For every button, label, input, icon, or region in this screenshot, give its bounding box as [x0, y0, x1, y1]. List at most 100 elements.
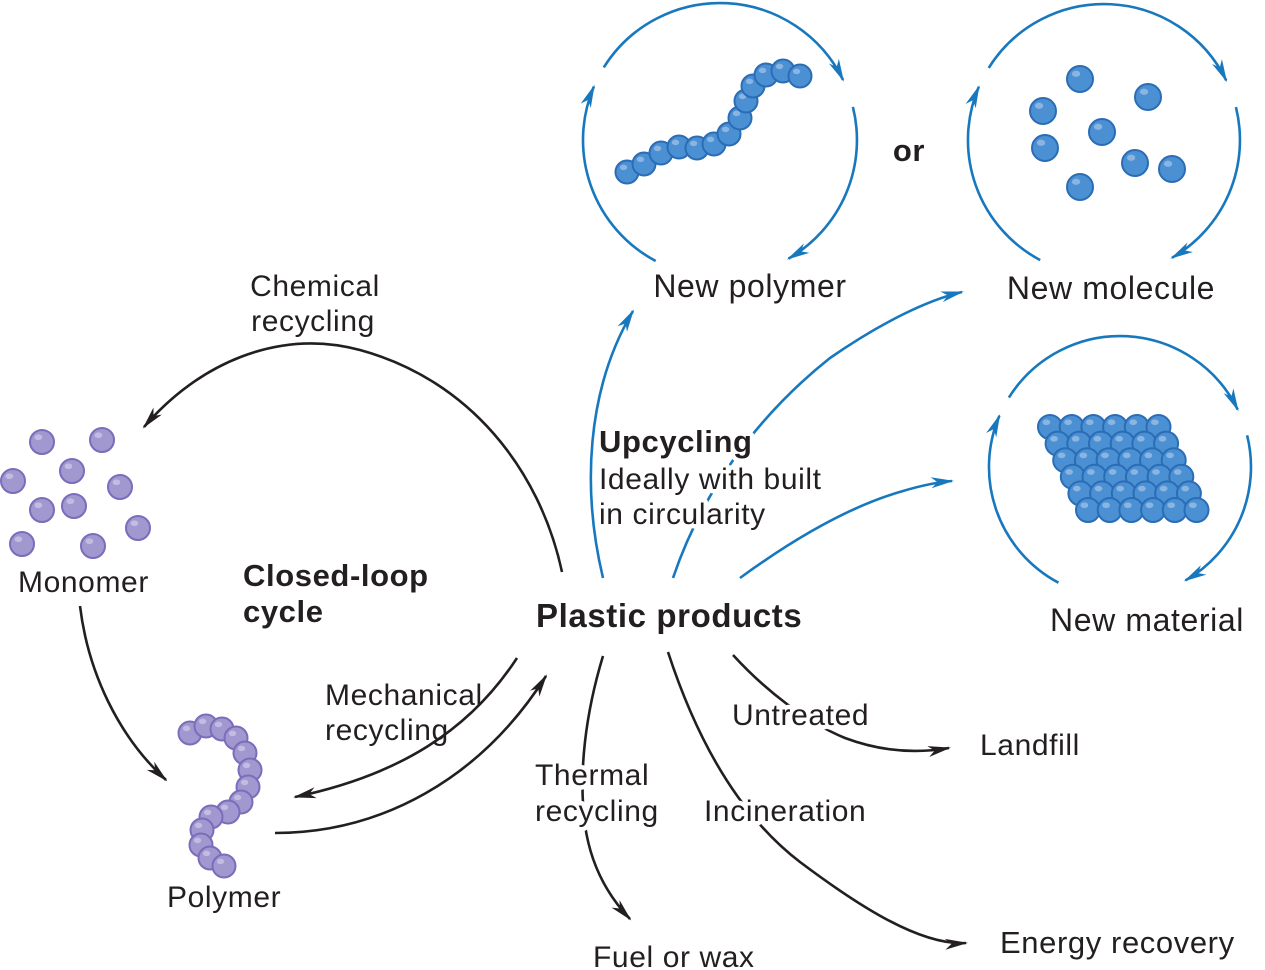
- sphere: [107, 474, 133, 500]
- thermal-recycling-arrow: [581, 655, 632, 921]
- fuel-or-wax-label: Fuel or wax: [593, 941, 755, 970]
- sphere: [125, 515, 151, 541]
- sphere-highlight: [194, 822, 203, 829]
- sphere-highlight: [1126, 154, 1136, 161]
- sphere-highlight: [1152, 469, 1160, 475]
- sphere: [89, 427, 115, 453]
- sphere-highlight: [1093, 435, 1102, 442]
- closed-loop-cycle-label-line2: cycle: [243, 594, 324, 629]
- sphere-highlight: [198, 718, 207, 725]
- sphere-highlight: [1136, 435, 1145, 442]
- sphere-highlight: [220, 804, 229, 811]
- sphere-highlight: [1145, 502, 1154, 509]
- sphere: [1066, 173, 1094, 201]
- monomer-cluster: [0, 427, 151, 559]
- sphere-highlight: [216, 858, 225, 865]
- sphere-highlight: [242, 762, 251, 769]
- sphere-highlight: [193, 837, 202, 844]
- sphere-highlight: [1064, 419, 1072, 426]
- sphere-highlight: [1102, 502, 1110, 509]
- chemical-recycling-label-line2: recycling: [251, 305, 375, 338]
- plastic-products-label: Plastic products: [536, 597, 802, 634]
- landfill-label: Landfill: [980, 729, 1080, 762]
- sphere-highlight: [1094, 485, 1103, 492]
- untreated-label: Untreated: [732, 699, 869, 732]
- sphere-highlight: [1034, 102, 1044, 109]
- sphere-highlight: [1181, 485, 1190, 492]
- monomer-label: Monomer: [18, 566, 149, 599]
- sphere-highlight: [14, 536, 23, 543]
- sphere-highlight: [671, 139, 680, 146]
- sphere-highlight: [1042, 419, 1051, 426]
- sphere: [1118, 497, 1145, 523]
- sphere: [1029, 97, 1057, 125]
- monomer-to-polymer-arrow: [78, 605, 168, 782]
- new-polymer-label: New polymer: [653, 268, 846, 304]
- upcycling-subtitle-line1: Ideally with built: [599, 463, 822, 496]
- sphere-highlight: [66, 498, 75, 505]
- new-material-label: New material: [1050, 602, 1244, 638]
- sphere-highlight: [689, 140, 698, 147]
- polymer-chain: [177, 713, 263, 879]
- incineration-label: Incineration: [704, 795, 866, 828]
- untreated-to-landfill-arrow: [732, 654, 951, 757]
- sphere-highlight: [214, 721, 223, 728]
- sphere: [29, 497, 55, 523]
- sphere-highlight: [5, 473, 14, 480]
- new-molecule-label: New molecule: [1007, 270, 1215, 306]
- sphere-highlight: [64, 463, 73, 470]
- upcycling-arrow-to-new-polymer: [589, 309, 635, 579]
- sphere-highlight: [203, 809, 212, 816]
- sphere-highlight: [1163, 160, 1173, 167]
- mechanical-recycling-label-line1: Mechanical: [325, 679, 483, 712]
- sphere-highlight: [1116, 485, 1125, 492]
- sphere: [1183, 497, 1210, 523]
- sphere-highlight: [732, 110, 741, 117]
- sphere: [1075, 497, 1101, 523]
- sphere-highlight: [1166, 452, 1174, 459]
- polymer-label: Polymer: [167, 881, 281, 914]
- sphere: [1088, 118, 1116, 146]
- sphere-highlight: [228, 730, 237, 737]
- sphere-highlight: [233, 794, 242, 801]
- new-molecule-cycle-arrows: [965, 2, 1242, 262]
- sphere: [80, 533, 106, 559]
- sphere-highlight: [240, 779, 249, 786]
- sphere-highlight: [1139, 88, 1149, 95]
- incineration-to-energy-arrow: [666, 651, 968, 950]
- sphere-highlight: [1123, 502, 1132, 509]
- thermal-recycling-label-line2: recycling: [535, 795, 659, 828]
- sphere-highlight: [237, 745, 246, 752]
- sphere-highlight: [1130, 469, 1139, 475]
- sphere-highlight: [1138, 485, 1146, 492]
- sphere-highlight: [1151, 419, 1159, 426]
- sphere-highlight: [1173, 469, 1182, 475]
- sphere-highlight: [1159, 485, 1168, 492]
- sphere-highlight: [653, 145, 662, 152]
- sphere-highlight: [1085, 419, 1094, 426]
- sphere-highlight: [1087, 469, 1095, 475]
- sphere-highlight: [636, 156, 645, 163]
- sphere: [59, 458, 85, 484]
- sphere: [1031, 134, 1059, 162]
- sphere-highlight: [1115, 435, 1123, 442]
- sphere-highlight: [34, 434, 43, 441]
- sphere-highlight: [775, 63, 784, 70]
- sphere-highlight: [85, 538, 94, 545]
- sphere: [211, 853, 237, 879]
- sphere-highlight: [1144, 452, 1153, 459]
- upcycling-arrow-to-new-molecule: [671, 290, 964, 579]
- upcycling-subtitle-line2: in circularity: [599, 498, 766, 531]
- sphere-highlight: [94, 432, 103, 439]
- sphere-highlight: [182, 725, 191, 732]
- sphere-highlight: [1071, 178, 1081, 185]
- sphere-highlight: [1122, 452, 1131, 459]
- chemical-recycling-arrow: [142, 342, 564, 573]
- sphere: [61, 493, 87, 519]
- sphere-highlight: [130, 520, 139, 527]
- sphere-highlight: [758, 67, 767, 74]
- sphere-highlight: [1108, 469, 1117, 475]
- sphere: [1066, 65, 1094, 93]
- sphere-highlight: [1129, 419, 1138, 426]
